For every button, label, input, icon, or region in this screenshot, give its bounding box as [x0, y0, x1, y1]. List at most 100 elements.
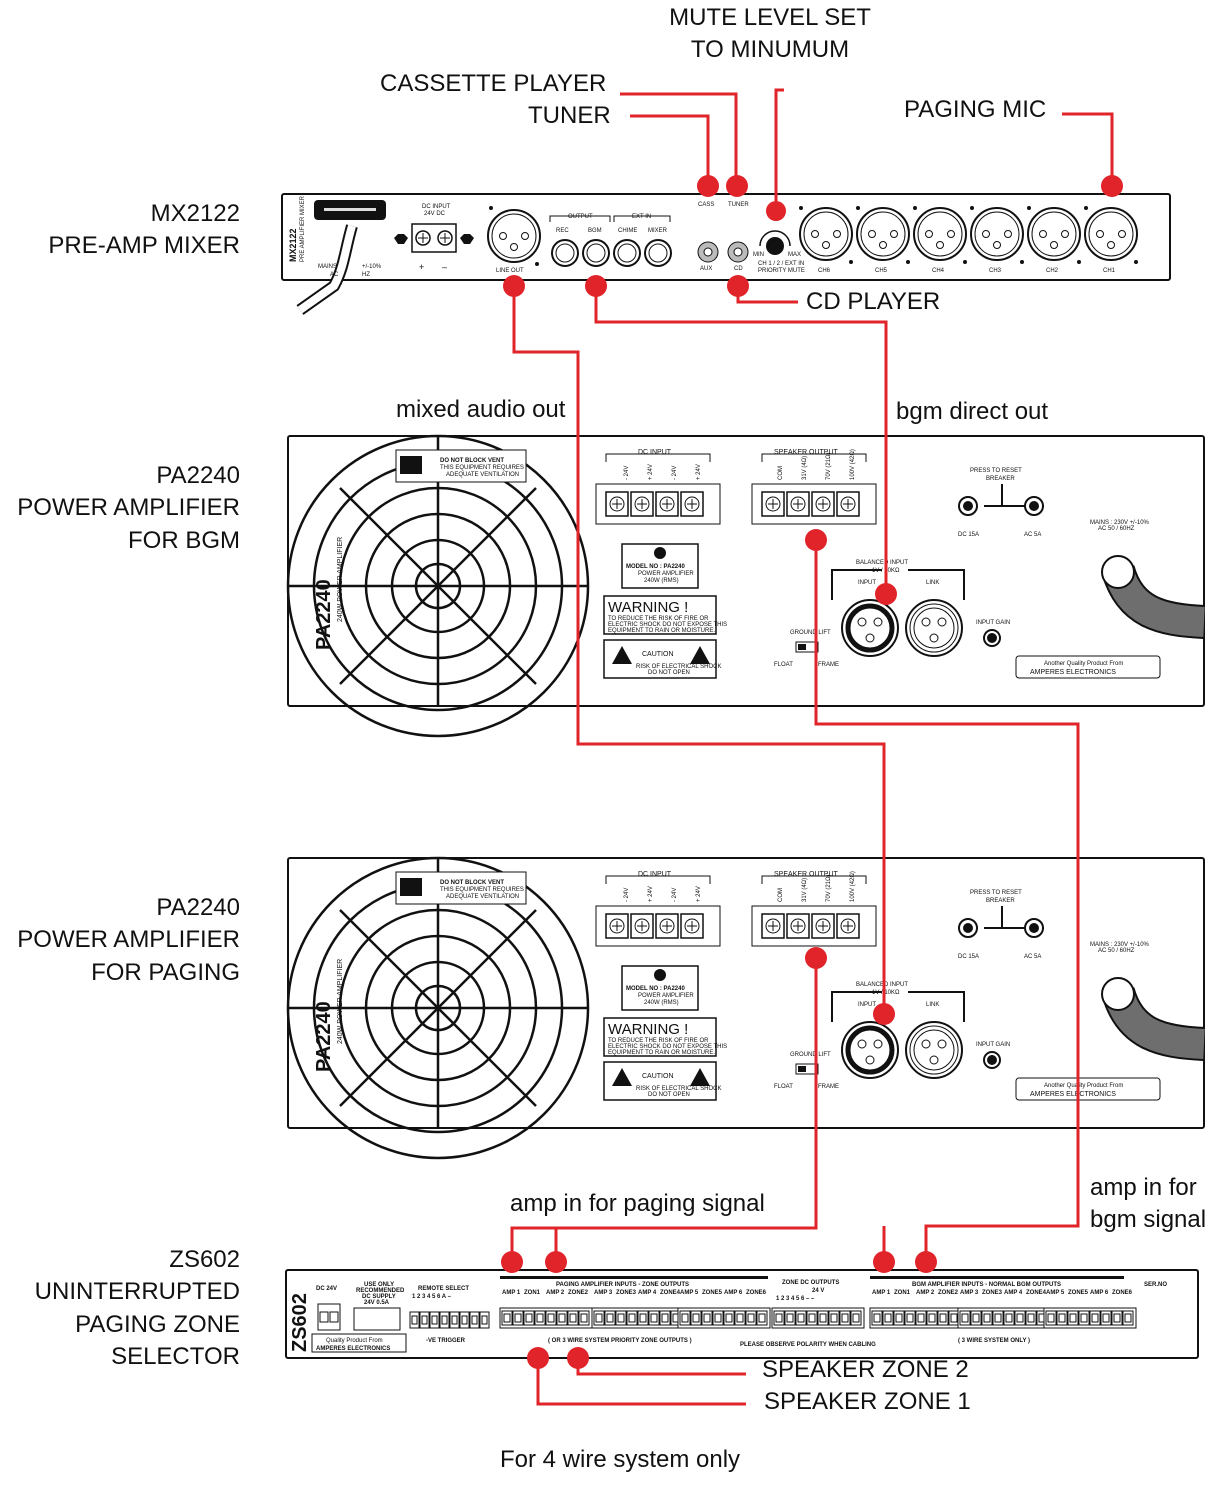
zs-quality-text1: Quality Product From	[326, 1338, 383, 1344]
mute-level-dot	[766, 201, 786, 221]
link-xlr[interactable]	[905, 1021, 963, 1079]
ac-breaker-button[interactable]	[1024, 496, 1044, 516]
pa-bgm-side-line2: POWER AMPLIFIER	[17, 494, 240, 522]
use-only-text1: USE ONLY	[364, 1282, 394, 1288]
balanced-input-xlr[interactable]	[841, 1021, 899, 1079]
pa-text: THIS EQUIPMENT REQUIRES	[440, 465, 524, 471]
priority-mute-knob[interactable]	[759, 230, 791, 255]
paging-amp-to-zs-wire	[510, 958, 818, 1262]
zs-bottom-right-text: ( 3 WIRE SYSTEM ONLY )	[958, 1338, 1030, 1344]
link-xlr[interactable]	[905, 599, 963, 657]
terminal-block[interactable]	[869, 1307, 963, 1329]
zs602-side-line1: ZS602	[169, 1246, 240, 1273]
rca-cd-jack[interactable]	[727, 241, 749, 263]
channel-label: CH5	[875, 268, 888, 274]
zone-dc-voltage: 24 V	[812, 1288, 824, 1294]
pa-text: DO NOT BLOCK VENT	[440, 458, 504, 464]
pa-text: TO REDUCE THE RISK OF FIRE OR	[608, 616, 709, 622]
speaker-terminal-label: 70V (21Ω)	[826, 453, 832, 481]
pa-text: CAUTION	[642, 651, 674, 658]
balanced-input-xlr[interactable]	[841, 599, 899, 657]
mixer-jack[interactable]	[644, 239, 672, 267]
mute-level-label: MUTE LEVEL SET TO MINUMUM	[640, 2, 900, 67]
pa-text: RISK OF ELECTRICAL SHOCK	[636, 664, 721, 670]
rca-aux-jack[interactable]	[697, 241, 719, 263]
pa-text: FRAME	[818, 1084, 839, 1090]
speaker-zone-2-dot	[567, 1347, 589, 1369]
mx2122-side-line2: PRE-AMP MIXER	[48, 232, 240, 260]
channel-xlr-ch5[interactable]: CH5	[856, 206, 910, 274]
pa-paging-side-line3: FOR PAGING	[91, 958, 240, 986]
warning-title: WARNING !	[608, 1021, 688, 1038]
zone-group-label: AMP 5	[1046, 1290, 1065, 1296]
pa-text: EQUIPMENT TO RAIN OR MOISTURE.	[608, 1050, 715, 1056]
pa-paging-side-label: PA2240 POWER AMPLIFIER FOR PAGING	[0, 892, 240, 989]
vent-warning-icon	[400, 878, 422, 896]
zone-group-label: AMP 4	[638, 1290, 657, 1296]
mx2122-side-line1: MX2122	[150, 200, 240, 227]
terminal-block[interactable]	[771, 1307, 865, 1329]
pa-text: DC 15A	[958, 954, 979, 960]
terminal-block[interactable]	[677, 1307, 771, 1329]
channel-label: CH3	[989, 268, 1002, 274]
zone-group-label: ZONE3	[982, 1290, 1003, 1296]
pa-text: SPEAKER OUTPUT	[774, 871, 839, 878]
terminal-block[interactable]	[957, 1307, 1051, 1329]
pa-text: FLOAT	[774, 1084, 793, 1090]
speaker-zone-1-dot	[527, 1347, 549, 1369]
pa-bgm-side-line1: PA2240	[156, 462, 240, 489]
amp-in-bgm-line2: bgm signal	[1090, 1206, 1207, 1234]
knob-min-text: MIN	[753, 252, 764, 258]
red-wiring	[501, 88, 1123, 1406]
zone-group-label: ZONE4	[1026, 1290, 1047, 1296]
speaker-output-terminals[interactable]	[761, 913, 860, 939]
pa-text: INPUT GAIN	[976, 620, 1010, 626]
jack-rec-text: REC	[556, 228, 569, 234]
mx2122-mains-hz-text: HZ	[362, 272, 370, 278]
speaker-output-terminals[interactable]	[761, 491, 860, 517]
zs-quality-text2: AMPERES ELECTRONICS	[316, 1346, 390, 1352]
cassette-dot	[726, 175, 748, 197]
dc-input-terminals[interactable]	[605, 491, 704, 517]
pa-text: Another Quality Product From	[1044, 1083, 1123, 1089]
mixed-audio-out-label: mixed audio out	[396, 396, 566, 423]
mx2122-dc-input-text1: DC INPUT	[422, 204, 451, 210]
bgm-amp-to-zs-wire	[814, 540, 1080, 1262]
channel-xlr-ch4[interactable]: CH4	[913, 206, 967, 274]
terminal-block[interactable]	[591, 1307, 685, 1329]
dc-input-terminals[interactable]	[605, 913, 704, 939]
line-out-xlr[interactable]	[487, 206, 541, 266]
line-out-text: LINE OUT	[496, 268, 524, 274]
pa-text: INPUT GAIN	[976, 1042, 1010, 1048]
dc-breaker-button[interactable]	[958, 918, 978, 938]
terminal-block[interactable]	[1043, 1307, 1137, 1329]
remote-select-text: REMOTE SELECT	[418, 1286, 469, 1292]
bgm-jack[interactable]	[582, 239, 610, 267]
input-gain-knob[interactable]	[983, 1051, 1001, 1069]
paging-amp-input-dot	[873, 1003, 895, 1025]
dc-terminal-label: - 24V	[672, 888, 678, 902]
ground-lift-switch[interactable]	[795, 1063, 819, 1075]
pa-text: MODEL NO : PA2240	[626, 564, 685, 570]
rec-jack[interactable]	[551, 239, 579, 267]
channel-xlr-ch3[interactable]: CH3	[970, 206, 1024, 274]
terminal-block[interactable]	[499, 1307, 593, 1329]
zs-bottom-left-text: ( OR 3 WIRE SYSTEM PRIORITY ZONE OUTPUTS…	[548, 1338, 692, 1344]
zone-dc-nums: 1 2 3 4 5 6 – –	[776, 1296, 815, 1302]
pa-model-text: PA2240	[313, 1001, 335, 1072]
channel-xlr-ch1[interactable]: CH1	[1084, 206, 1138, 274]
pa-text: ADEQUATE VENTILATION	[446, 894, 519, 900]
rca-cd-text: CD	[734, 266, 743, 272]
dc-breaker-button[interactable]	[958, 496, 978, 516]
pa-text: CAUTION	[642, 1073, 674, 1080]
ac-breaker-button[interactable]	[1024, 918, 1044, 938]
channel-xlr-ch2[interactable]: CH2	[1027, 206, 1081, 274]
ground-lift-switch[interactable]	[795, 641, 819, 653]
speaker-zone-2-label: SPEAKER ZONE 2	[762, 1356, 969, 1383]
pa-text: LINK	[926, 1002, 939, 1008]
channel-xlr-ch6[interactable]: CH6	[799, 206, 853, 274]
pa-text: LINK	[926, 580, 939, 586]
input-gain-knob[interactable]	[983, 629, 1001, 647]
chime-jack[interactable]	[613, 239, 641, 267]
